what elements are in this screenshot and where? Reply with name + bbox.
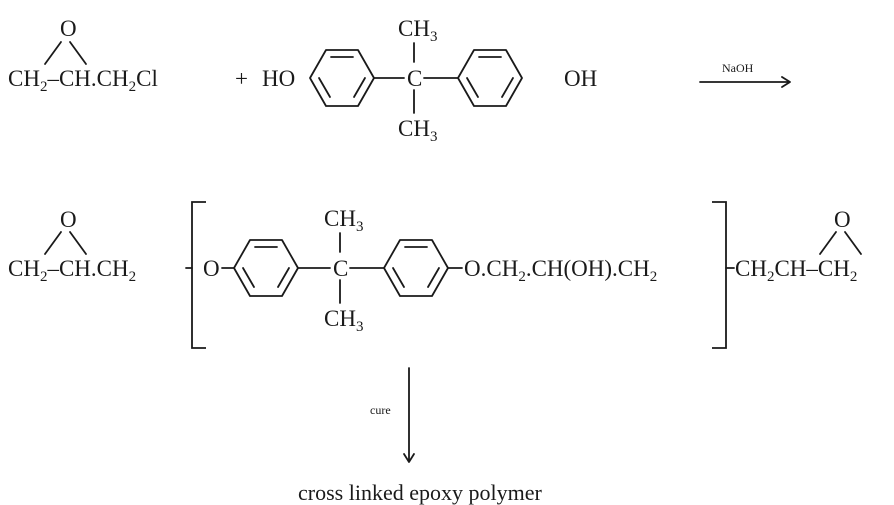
central-carbon-bonds-2 bbox=[297, 232, 385, 304]
central-carbon-2: C bbox=[333, 256, 348, 281]
product-left-epoxide: O CH2–CH.CH2 bbox=[8, 207, 193, 285]
cure-result: cross linked epoxy polymer bbox=[298, 480, 542, 505]
epoxide-bonds-2 bbox=[44, 231, 87, 255]
benzene-ring-right bbox=[457, 49, 523, 107]
plus-sign: + bbox=[235, 66, 248, 91]
repeat-bracket-right bbox=[712, 201, 727, 349]
product-ring-left-double bbox=[242, 246, 290, 288]
central-carbon-1: C bbox=[407, 66, 422, 91]
reaction-arrow-1: NaOH bbox=[699, 61, 791, 88]
arrow-down-icon bbox=[403, 367, 415, 463]
epichlorohydrin: O CH2–CH.CH2Cl bbox=[8, 16, 158, 95]
ring-oxygen-left: O bbox=[203, 256, 220, 281]
product-repeat-unit: O C CH3 CH3 O.CH2.CH(OH).CH2 bbox=[203, 206, 657, 335]
product-right-epoxide: CH2CH–CH2 O bbox=[725, 207, 862, 285]
benzene-double-bonds-right bbox=[466, 56, 514, 98]
methyl-bottom-2: CH3 bbox=[324, 306, 363, 335]
arrow-right-icon bbox=[699, 76, 791, 88]
cure-arrow: cure bbox=[370, 367, 415, 463]
epichlorohydrin-formula: CH2–CH.CH2Cl bbox=[8, 66, 158, 95]
chain-formula: O.CH2.CH(OH).CH2 bbox=[464, 256, 657, 285]
product-ring-right-double bbox=[392, 246, 440, 288]
epoxide-bonds-3 bbox=[819, 231, 862, 255]
epoxide-bonds-1 bbox=[44, 41, 87, 65]
ho-group: HO bbox=[262, 66, 295, 91]
benzene-double-bonds-left bbox=[318, 56, 366, 98]
product-right-formula: CH2CH–CH2 bbox=[735, 256, 857, 285]
repeat-bracket-left bbox=[191, 201, 206, 349]
epoxide-oxygen-3: O bbox=[834, 207, 851, 232]
bisphenol-a: HO C CH3 CH3 OH bbox=[262, 16, 597, 145]
oh-group: OH bbox=[564, 66, 597, 91]
epoxide-oxygen-1: O bbox=[60, 16, 77, 41]
methyl-top-2: CH3 bbox=[324, 206, 363, 235]
product-left-formula: CH2–CH.CH2 bbox=[8, 256, 136, 285]
methyl-bottom-1: CH3 bbox=[398, 116, 437, 145]
methyl-top-1: CH3 bbox=[398, 16, 437, 45]
reagent-label: NaOH bbox=[722, 61, 754, 75]
cure-label: cure bbox=[370, 403, 391, 417]
epoxide-oxygen-2: O bbox=[60, 207, 77, 232]
central-carbon-bonds-1 bbox=[373, 42, 459, 114]
